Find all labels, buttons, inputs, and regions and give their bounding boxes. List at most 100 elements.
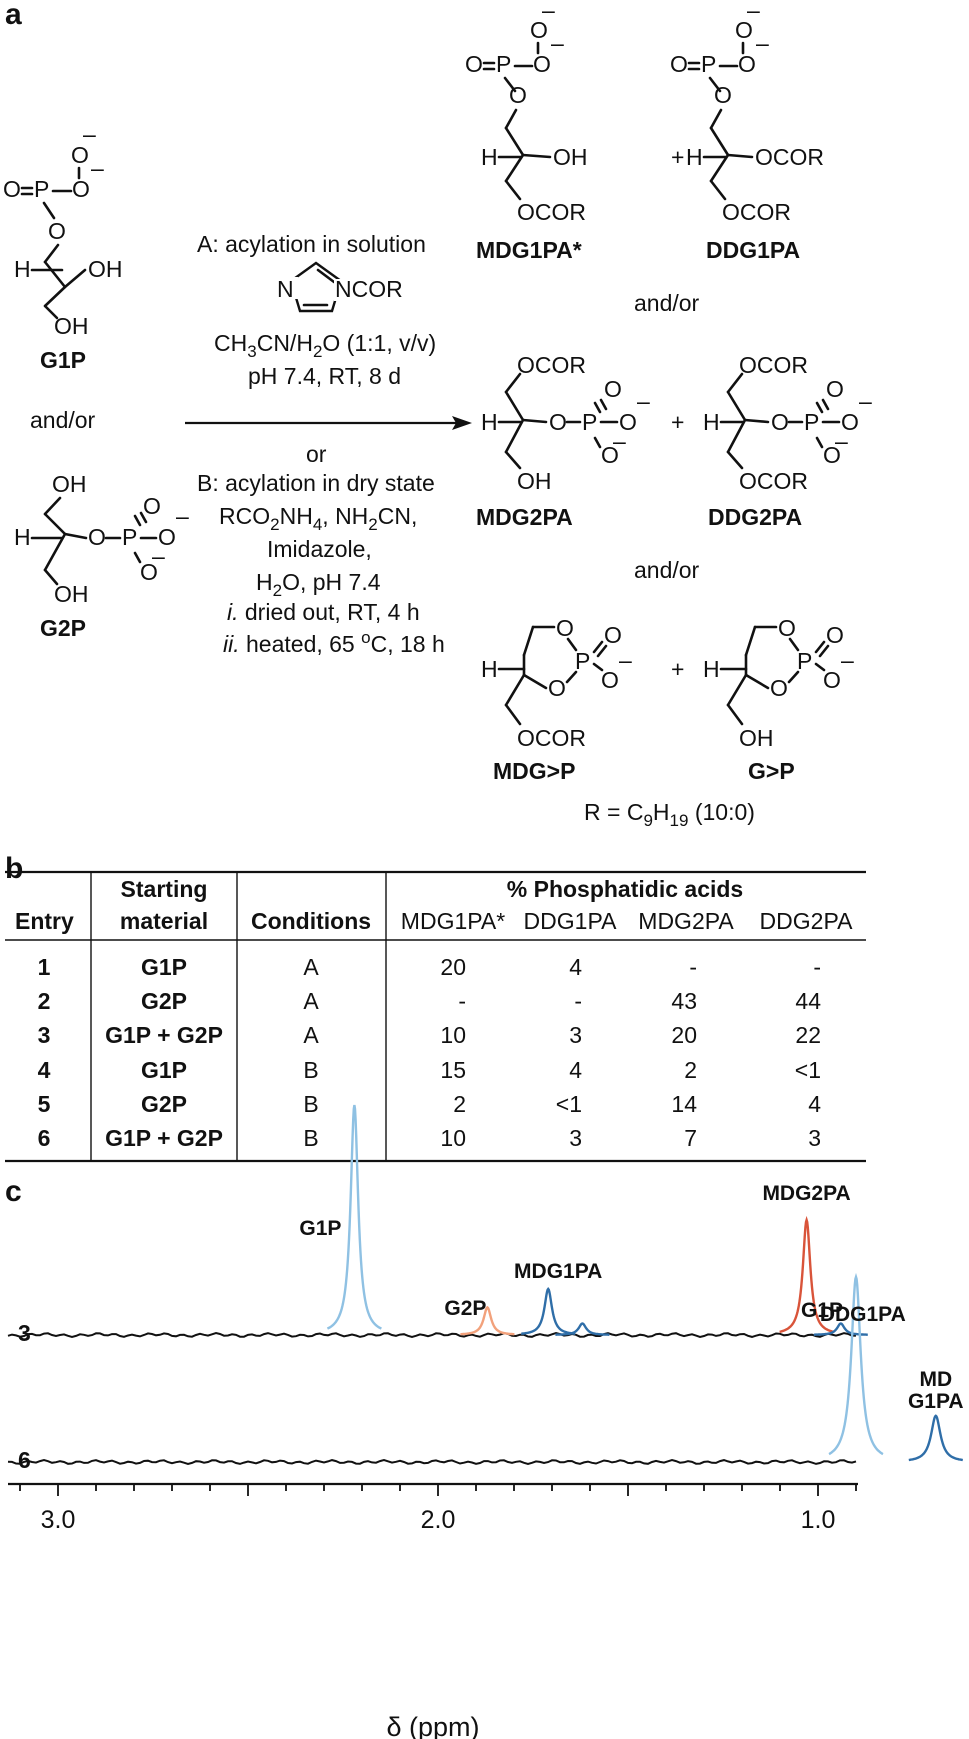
plus-1: + [671, 144, 684, 170]
svg-text:P: P [122, 524, 137, 550]
and-or-right-1: and/or [634, 290, 700, 316]
svg-text:–: – [835, 428, 848, 454]
svg-text:O: O [604, 376, 622, 402]
peak-label: MDG1PA [514, 1260, 602, 1283]
svg-text:H: H [481, 409, 498, 435]
svg-text:2: 2 [684, 1057, 697, 1083]
spectrum-label-6: 6 [18, 1447, 31, 1473]
svg-text:A: A [303, 1022, 319, 1048]
svg-text:P: P [582, 409, 597, 435]
x-axis-title: δ (ppm) [386, 1712, 479, 1739]
svg-text:H: H [481, 656, 498, 682]
svg-text:O: O [509, 82, 527, 108]
svg-text:4: 4 [569, 1057, 582, 1083]
svg-text:20: 20 [440, 954, 466, 980]
svg-text:O: O [88, 524, 106, 550]
g2p-label: G2P [40, 615, 86, 641]
svg-text:7: 7 [684, 1125, 697, 1151]
ddg2pa-structure: OCOR H O P O O – O – OCOR DDG2PA [703, 352, 872, 530]
svg-text:–: – [91, 155, 104, 181]
header-material: material [120, 908, 208, 934]
svg-text:–: – [152, 543, 165, 569]
peak-label: G2P [444, 1297, 486, 1320]
svg-text:OH: OH [739, 725, 774, 751]
conditions-b-step1: i. dried out, RT, 4 h [227, 599, 420, 625]
svg-text:4: 4 [38, 1057, 51, 1083]
svg-text:O: O [140, 559, 158, 585]
svg-text:H: H [686, 144, 703, 170]
svg-text:10: 10 [440, 1022, 466, 1048]
svg-text:H: H [481, 144, 498, 170]
peak-label: G1P [299, 1217, 341, 1240]
conditions-a-title: A: acylation in solution [197, 231, 426, 257]
conditions-b-step2: ii. heated, 65 oC, 18 h [223, 628, 445, 657]
peak-label: MDG2PA [762, 1182, 850, 1205]
plus-3: + [671, 656, 684, 682]
svg-text:B: B [303, 1057, 318, 1083]
svg-text:H: H [703, 656, 720, 682]
r-definition: R = C9H19 (10:0) [584, 799, 755, 830]
and-or-left: and/or [30, 407, 96, 433]
svg-text:-: - [689, 954, 697, 980]
svg-text:44: 44 [795, 988, 821, 1014]
svg-text:G1P + G2P: G1P + G2P [105, 1022, 223, 1048]
svg-text:OH: OH [54, 313, 89, 339]
g-cyclic-p-label: G>P [748, 758, 795, 784]
conditions-a-solvent: CH3CN/H2O (1:1, v/v) [214, 330, 436, 361]
header-entry: Entry [15, 908, 74, 934]
svg-text:–: – [637, 388, 650, 414]
table-row: 2 G2P A - - 43 44 [38, 988, 822, 1014]
svg-text:O: O [549, 409, 567, 435]
ddg1pa-structure: O – O P O – O H OCOR OCOR DDG1PA [670, 0, 824, 263]
conditions-b-line2: Imidazole, [267, 536, 372, 562]
svg-text:O: O [143, 493, 161, 519]
svg-text:–: – [176, 503, 189, 529]
panel-b-label: b [5, 852, 23, 885]
svg-text:O: O [823, 667, 841, 693]
svg-text:O: O [619, 409, 637, 435]
svg-text:O: O [530, 17, 548, 43]
svg-text:2: 2 [453, 1091, 466, 1117]
svg-text:P: P [797, 648, 812, 674]
x-tick-label: 3.0 [41, 1506, 76, 1534]
table-row: 6 G1P + G2P B 10 3 7 3 [38, 1125, 821, 1151]
header-starting: Starting [121, 876, 208, 902]
peak-label: G1PA [908, 1390, 964, 1413]
header-phosphatidic-acids: % Phosphatidic acids [507, 876, 743, 902]
conditions-b-title: B: acylation in dry state [197, 470, 435, 496]
mdg2pa-structure: OCOR H O P O O – O – OH MDG2PA [476, 352, 650, 530]
svg-text:–: – [859, 388, 872, 414]
svg-text:5: 5 [38, 1091, 51, 1117]
svg-text:G2P: G2P [141, 988, 187, 1014]
svg-text:1: 1 [38, 954, 51, 980]
svg-text:OCOR: OCOR [739, 468, 808, 494]
svg-text:P: P [575, 648, 590, 674]
conditions-b-line3: H2O, pH 7.4 [256, 569, 381, 600]
x-ticks-group: 3.02.01.00.0-1.0 [19, 1484, 857, 1534]
peak-label: G1P [801, 1299, 843, 1322]
or-text: or [306, 441, 327, 467]
spectrum-peak [521, 1287, 576, 1335]
svg-text:-: - [574, 988, 582, 1014]
svg-text:B: B [303, 1125, 318, 1151]
svg-text:O: O [72, 176, 90, 202]
arrow-head-icon [452, 416, 472, 430]
mdg1pa-label: MDG1PA* [476, 237, 582, 263]
svg-text:10: 10 [440, 1125, 466, 1151]
svg-text:OH: OH [553, 144, 588, 170]
svg-text:-: - [458, 988, 466, 1014]
svg-text:3: 3 [569, 1125, 582, 1151]
header-col-mdg2pa: MDG2PA [638, 908, 734, 934]
svg-text:H: H [14, 256, 31, 282]
svg-text:O: O [670, 51, 688, 77]
g2p-structure: OH H O P O O – O – OH G2P [14, 471, 189, 641]
svg-text:G1P: G1P [141, 1057, 187, 1083]
svg-text:N: N [277, 276, 294, 302]
nmr-plot: G1PG2PMDG1PAMDG2PADDG1PADDG2PAG1PMDG1PAG… [7, 1104, 964, 1739]
svg-text:O: O [3, 176, 21, 202]
svg-text:22: 22 [795, 1022, 821, 1048]
svg-text:–: – [551, 30, 564, 56]
svg-text:14: 14 [671, 1091, 697, 1117]
peak-labels-group: G1PG2PMDG1PAMDG2PADDG1PADDG2PAG1PMDG1PAG… [299, 1182, 964, 1413]
svg-text:–: – [613, 428, 626, 454]
